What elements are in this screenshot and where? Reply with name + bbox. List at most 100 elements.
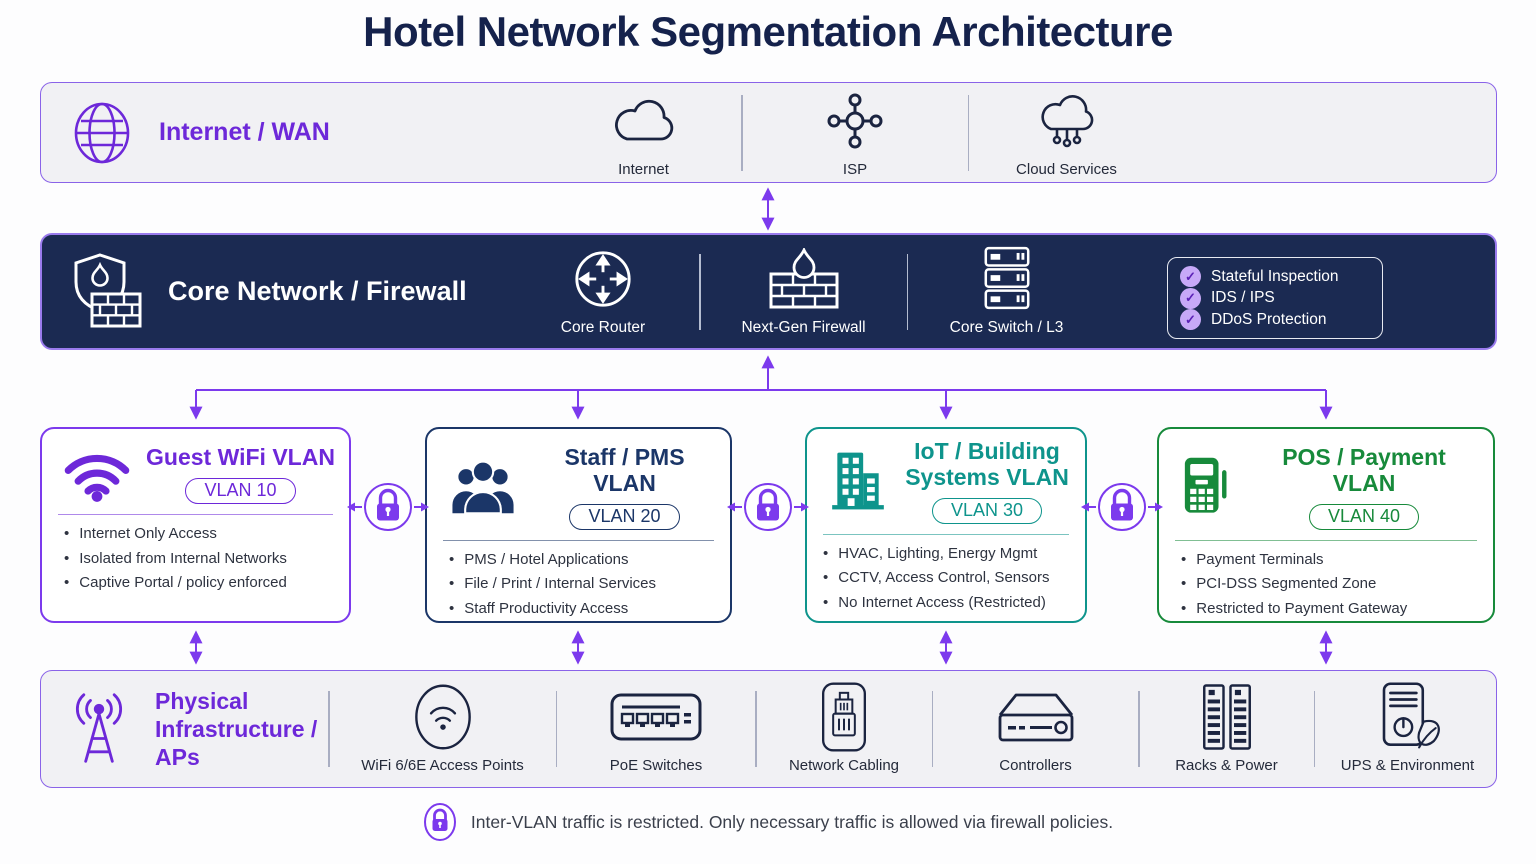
- inter-vlan-lock-icon: [727, 483, 809, 531]
- core-router-icon: [572, 246, 634, 312]
- bullet: Staff Productivity Access: [464, 599, 629, 617]
- check-icon: ✓: [1180, 266, 1201, 287]
- poe-switch-label: PoE Switches: [609, 757, 703, 774]
- divider: [755, 691, 757, 767]
- vlan-header: POS / Payment VLAN VLAN 40: [1159, 429, 1493, 530]
- divider: [699, 253, 701, 330]
- vlan-bullets: •Internet Only Access •Isolated from Int…: [42, 523, 349, 593]
- core-network-label: Core Network / Firewall: [168, 276, 467, 306]
- cloud-services-icon: [1034, 88, 1100, 154]
- internet-items: Internet ISP: [546, 83, 1164, 182]
- inter-vlan-lock-icon: [1081, 483, 1163, 531]
- core-network-header: Core Network / Firewall: [42, 235, 467, 348]
- divider: [823, 533, 1069, 535]
- vlan-title: POS / Payment VLAN: [1282, 444, 1446, 496]
- divider: [58, 513, 333, 516]
- internet-item: Internet: [546, 83, 741, 182]
- controllers-item: Controllers: [933, 671, 1138, 787]
- divider: [555, 691, 557, 767]
- network-cabling-icon: [819, 682, 869, 752]
- divider: [906, 253, 908, 330]
- lock-icon: [423, 803, 456, 841]
- core-router-item: Core Router: [507, 235, 699, 348]
- vlan-badge: VLAN 30: [931, 497, 1043, 524]
- core-switch-icon: [980, 246, 1034, 312]
- check-icon: ✓: [1180, 309, 1201, 330]
- bullet: CCTV, Access Control, Sensors: [838, 569, 1050, 587]
- core-switch-item: Core Switch / L3: [908, 235, 1105, 348]
- divider: [1175, 539, 1477, 541]
- internet-wan-header: Internet / WAN: [41, 83, 330, 182]
- isp-node-icon: [827, 88, 883, 154]
- ups-label: UPS & Environment: [1340, 757, 1475, 774]
- ngfw-label: Next-Gen Firewall: [741, 319, 866, 336]
- vlan-bullets: •HVAC, Lighting, Energy Mgmt •CCTV, Acce…: [807, 543, 1085, 613]
- poe-switch-icon: [610, 684, 702, 750]
- vlan-title: Guest WiFi VLAN: [146, 444, 335, 470]
- bullet: Isolated from Internal Networks: [79, 549, 287, 567]
- physical-infrastructure-band: Physical Infrastructure / APs WiFi 6/6E …: [40, 670, 1497, 788]
- divider: [443, 539, 714, 541]
- infra-label: Physical Infrastructure / APs: [155, 687, 318, 771]
- iot-building-vlan-box: IoT / Building Systems VLAN VLAN 30 •HVA…: [805, 427, 1087, 623]
- next-gen-firewall-icon: [767, 246, 841, 312]
- vlan-badge: VLAN 20: [569, 503, 680, 530]
- network-cabling-label: Network Cabling: [788, 757, 900, 774]
- rack-icon: [1197, 684, 1257, 750]
- staff-pms-vlan-box: Staff / PMS VLAN VLAN 20 •PMS / Hotel Ap…: [425, 427, 732, 623]
- controller-icon: [988, 684, 1084, 750]
- core-network-band: Core Network / Firewall Core Router: [40, 233, 1497, 350]
- access-point-item: WiFi 6/6E Access Points: [330, 671, 556, 787]
- bullet: PMS / Hotel Applications: [464, 551, 629, 568]
- controllers-label: Controllers: [999, 757, 1072, 774]
- core-items: Core Router Nex: [507, 235, 1105, 348]
- vlan-header: Guest WiFi VLAN VLAN 10: [42, 429, 349, 504]
- cloud-services-item-label: Cloud Services: [1016, 160, 1117, 178]
- globe-icon: [74, 102, 130, 163]
- divider: [931, 691, 933, 767]
- feature-label: Stateful Inspection: [1211, 267, 1339, 285]
- core-switch-label: Core Switch / L3: [949, 319, 1064, 336]
- internet-cloud-icon: [609, 88, 679, 154]
- bullet: HVAC, Lighting, Energy Mgmt: [838, 545, 1038, 562]
- feature-row: ✓ DDoS Protection: [1180, 309, 1370, 330]
- access-point-label: WiFi 6/6E Access Points: [361, 757, 524, 774]
- vlan-header: IoT / Building Systems VLAN VLAN 30: [807, 429, 1085, 524]
- ngfw-item: Next-Gen Firewall: [701, 235, 907, 348]
- feature-row: ✓ Stateful Inspection: [1180, 266, 1370, 287]
- bullet: File / Print / Internal Services: [464, 575, 656, 593]
- network-cabling-item: Network Cabling: [757, 671, 932, 787]
- firewall-shield-icon: [74, 252, 142, 327]
- internet-wan-band: Internet / WAN Internet: [40, 82, 1497, 183]
- pos-payment-vlan-box: POS / Payment VLAN VLAN 40 •Payment Term…: [1157, 427, 1495, 623]
- check-icon: ✓: [1180, 287, 1201, 309]
- vlan-title: Staff / PMS VLAN: [564, 444, 685, 496]
- divider: [1138, 691, 1140, 767]
- isp-item: ISP: [743, 83, 968, 182]
- bullet: No Internet Access (Restricted): [838, 593, 1046, 611]
- building-icon: [832, 452, 884, 510]
- feature-row: ✓ IDS / IPS: [1180, 287, 1370, 309]
- isp-item-label: ISP: [842, 160, 868, 178]
- vlan-header: Staff / PMS VLAN VLAN 20: [427, 429, 730, 530]
- bullet: Captive Portal / policy enforced: [79, 573, 287, 591]
- divider: [1313, 691, 1315, 767]
- vlan-badge: VLAN 40: [1308, 503, 1420, 530]
- divider: [328, 691, 330, 767]
- racks-label: Racks & Power: [1175, 757, 1278, 774]
- inter-vlan-lock-icon: [347, 483, 429, 531]
- poe-switch-item: PoE Switches: [557, 671, 755, 787]
- racks-item: Racks & Power: [1140, 671, 1314, 787]
- bullet: PCI-DSS Segmented Zone: [1196, 575, 1377, 593]
- internet-item-label: Internet: [618, 160, 669, 178]
- internet-wan-label: Internet / WAN: [159, 118, 330, 146]
- divider: [967, 94, 969, 171]
- vlan-bullets: •Payment Terminals •PCI-DSS Segmented Zo…: [1159, 549, 1493, 619]
- bullet: Internet Only Access: [79, 525, 217, 543]
- bullet: Payment Terminals: [1196, 551, 1324, 568]
- infra-header: Physical Infrastructure / APs: [41, 671, 335, 787]
- pos-terminal-icon: [1184, 458, 1227, 513]
- cloud-services-item: Cloud Services: [969, 83, 1164, 182]
- divider: [741, 94, 743, 171]
